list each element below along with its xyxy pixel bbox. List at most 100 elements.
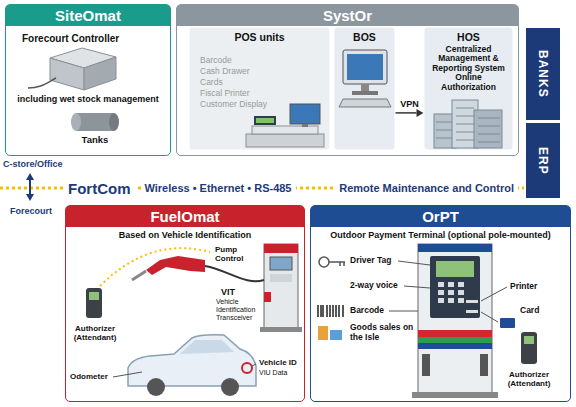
key-ring [319,257,329,267]
systor-panel: SystOrPOS unitsBOSHOSCentralized Managem… [176,4,519,156]
arrow-head [26,194,34,201]
wheel [147,378,165,396]
zone-label: C-store/Office [3,159,63,169]
nozzle [146,256,205,275]
monitor-stand [361,84,369,91]
fuel-pump-icon [132,244,302,332]
pump-panel [270,274,292,282]
tank-icon [71,113,119,131]
stripe [418,330,492,337]
part-label: Vehicle ID [259,358,297,367]
controller-front [50,58,84,90]
band-title: FortCom [64,180,135,197]
card-slot [466,310,478,313]
key-icon [319,257,345,267]
nozzle [480,354,488,376]
banks-bar: BANKS [526,28,560,120]
controller-icon [28,48,116,90]
wireless-wave [100,248,210,286]
nozzle-spout [132,271,146,280]
band-note: Remote Maintenance and Control [335,182,518,194]
siteomat-panel: SiteOmat [5,4,171,156]
part-label: Pump Control [215,245,259,263]
panel-title: FuelOmat [66,206,304,227]
pump-base [260,327,302,332]
fortcom-band: FortCom Wireless • Ethernet • RS-485 Remot… [60,177,518,199]
monitor-screen [347,54,383,80]
key-blade [329,262,345,266]
part-label: Odometer [70,372,108,381]
building-windows [436,108,500,142]
part-label: Forecourt Controller [22,33,119,45]
barcode-icon [318,305,343,317]
part-label: Goods sales on the Isle [350,323,414,343]
car-icon [128,335,256,396]
bar-label: ERP [536,147,550,175]
pos-screen [290,104,320,124]
hose [205,266,264,281]
arrow-head [417,109,424,117]
list-item: Fiscal Printer [200,89,250,99]
panel-fill [190,28,330,150]
payment-terminal-icon [412,244,498,398]
connector-line [396,112,417,114]
customer-display-screen [256,118,274,123]
part-label: Driver Tag [350,256,391,266]
authorizer-icon [521,332,537,364]
panel-title: POS units [190,31,330,43]
panel-title: BOS [335,31,395,43]
tank-end [71,113,81,131]
terminal-screen [436,261,474,277]
panel-fill [335,28,395,150]
list-item: Barcode [200,56,232,66]
part-label: VIT [221,287,235,297]
part-label: Authorizer (Attendant) [497,370,561,388]
panel-title: HOS [425,31,513,43]
authorizer-body [86,288,102,318]
connector [396,109,424,117]
leader-line [389,311,418,312]
part-label: Printer [510,282,537,292]
cash-drawer [246,134,324,147]
pump-top [264,244,298,253]
card-icon [500,318,515,328]
pos-terminal-icon [246,104,324,147]
leader-line [113,372,142,377]
controller-cable [28,78,56,88]
vehicle-id-unit [242,363,252,373]
leader-line [481,287,507,301]
description: Centralized Management & Reporting Syste… [425,43,513,93]
bar-label: BANKS [536,50,550,98]
monitor [343,50,387,84]
panel-subtitle: Outdoor Payment Terminal (optional pole-… [311,230,570,240]
dispenser-body [418,244,492,394]
terminal-panel [430,256,480,318]
zone-label: Forecourt [10,206,52,216]
keypad [438,282,464,303]
connector-label: VPN [398,99,421,109]
dispenser-top [418,244,492,252]
erp-bar: ERP [526,123,560,198]
authorizer-screen [89,292,99,300]
part-label: Tanks [70,135,120,146]
part-label: Barcode [350,306,384,316]
car-body [128,335,256,386]
stripe [418,343,492,349]
leader-line [252,364,256,366]
buildings-icon [434,100,502,148]
vit-box [264,292,271,302]
pump-display [270,257,292,270]
part-label: 2-way voice [350,281,398,291]
car-window [180,340,234,354]
printer-slot [466,300,478,303]
part-label: Authorizer (Attendant) [66,324,124,342]
list-item: Cards [200,78,223,88]
goods-icon [330,330,342,340]
stripe [418,337,492,343]
authorizer-body [521,332,537,364]
band-subtitle: Wireless • Ethernet • RS-485 [141,182,296,194]
panel-fill [425,28,513,150]
nozzle [422,354,430,376]
authorizer-icon [86,288,102,318]
panel-title: OrPT [311,206,570,227]
